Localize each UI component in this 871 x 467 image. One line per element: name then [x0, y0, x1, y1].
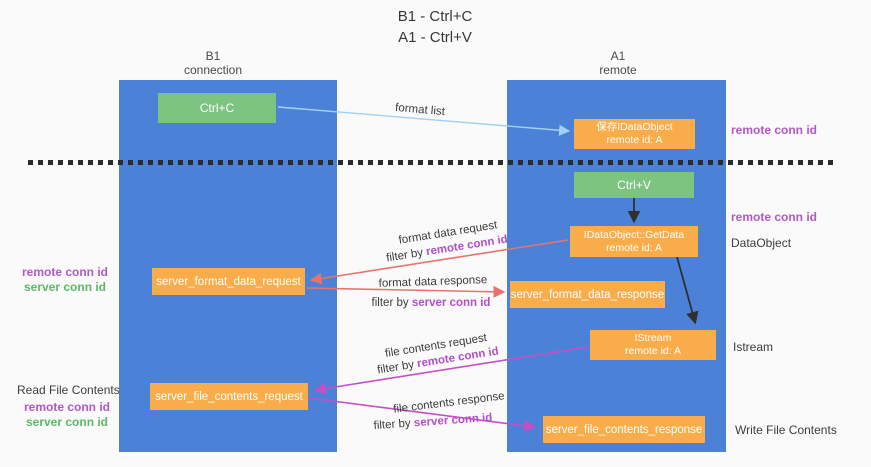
remote-conn-id-annotation-left-1: remote conn id — [21, 265, 108, 279]
server-format-data-request-box: server_format_data_request — [152, 268, 305, 295]
server-format-data-response-label: server_format_data_response — [510, 288, 665, 301]
filter-by-server-conn-id-label-1: filter by server conn id — [372, 297, 491, 309]
write-file-contents-annotation: Write File Contents — [735, 423, 837, 437]
idataobject-getdata-box: IDataObject::GetData remote id: A — [570, 226, 698, 257]
server-conn-id-key: server conn id — [411, 297, 491, 309]
lane-left-label: B1 connection — [158, 49, 268, 77]
idataobject-getdata-line1: IDataObject::GetData — [583, 228, 685, 241]
remote-conn-id-annotation-mid-right: remote conn id — [731, 210, 818, 224]
remote-conn-id-annotation-top-right: remote conn id — [731, 123, 818, 137]
title-line-2: A1 - Ctrl+V — [398, 29, 472, 46]
server-file-contents-request-box: server_file_contents_request — [150, 383, 308, 410]
read-file-contents-annotation: Read File Contents — [17, 383, 120, 397]
istream-annotation: Istream — [733, 340, 774, 354]
remote-conn-id-annotation-left-2: remote conn id — [23, 400, 110, 414]
filter-by-server-conn-id-label-2: filter by server conn id — [373, 412, 492, 432]
format-list-label: format list — [394, 101, 446, 119]
filter-by-text: filter by — [373, 417, 412, 433]
ctrl-c-box: Ctrl+C — [158, 93, 276, 123]
dataobject-annotation: DataObject — [731, 236, 792, 250]
filter-by-text: filter by — [376, 358, 415, 377]
save-idataobject-line2: remote id: A — [606, 134, 663, 146]
lane-left-subname: connection — [183, 63, 243, 77]
format-data-response-label: format data response — [378, 274, 488, 290]
filter-by-text: filter by — [371, 297, 409, 309]
save-idataobject-box: 保存IDataObject remote id: A — [574, 119, 695, 149]
server-format-data-response-box: server_format_data_response — [510, 281, 665, 308]
server-conn-id-key: server conn id — [413, 411, 493, 430]
server-conn-id-annotation-left-2: server conn id — [25, 415, 109, 429]
title-line-1: B1 - Ctrl+C — [397, 8, 473, 25]
istream-box: IStream remote id: A — [590, 330, 716, 360]
save-idataobject-line1: 保存IDataObject — [596, 121, 673, 133]
idataobject-getdata-line2: remote id: A — [605, 241, 663, 254]
istream-line1: IStream — [634, 332, 672, 344]
server-file-contents-response-box: server_file_contents_response — [543, 416, 705, 443]
ctrl-c-label: Ctrl+C — [199, 101, 235, 115]
server-file-contents-request-label: server_file_contents_request — [155, 390, 303, 403]
diagram-title: B1 - Ctrl+C A1 - Ctrl+V — [335, 6, 535, 48]
server-conn-id-annotation-left-1: server conn id — [23, 280, 107, 294]
clipboard-boundary-dashed-line — [28, 160, 833, 165]
lane-right-name: A1 — [610, 49, 626, 63]
lane-left-name: B1 — [205, 49, 221, 63]
ctrl-v-label: Ctrl+V — [617, 178, 651, 192]
istream-line2: remote id: A — [624, 345, 682, 357]
filter-by-text: filter by — [385, 246, 424, 265]
lane-right-label: A1 remote — [563, 49, 673, 77]
server-file-contents-response-label: server_file_contents_response — [545, 423, 703, 436]
lane-right-subname: remote — [599, 63, 637, 77]
ctrl-v-box: Ctrl+V — [574, 172, 694, 198]
server-format-data-request-label: server_format_data_request — [156, 275, 301, 288]
